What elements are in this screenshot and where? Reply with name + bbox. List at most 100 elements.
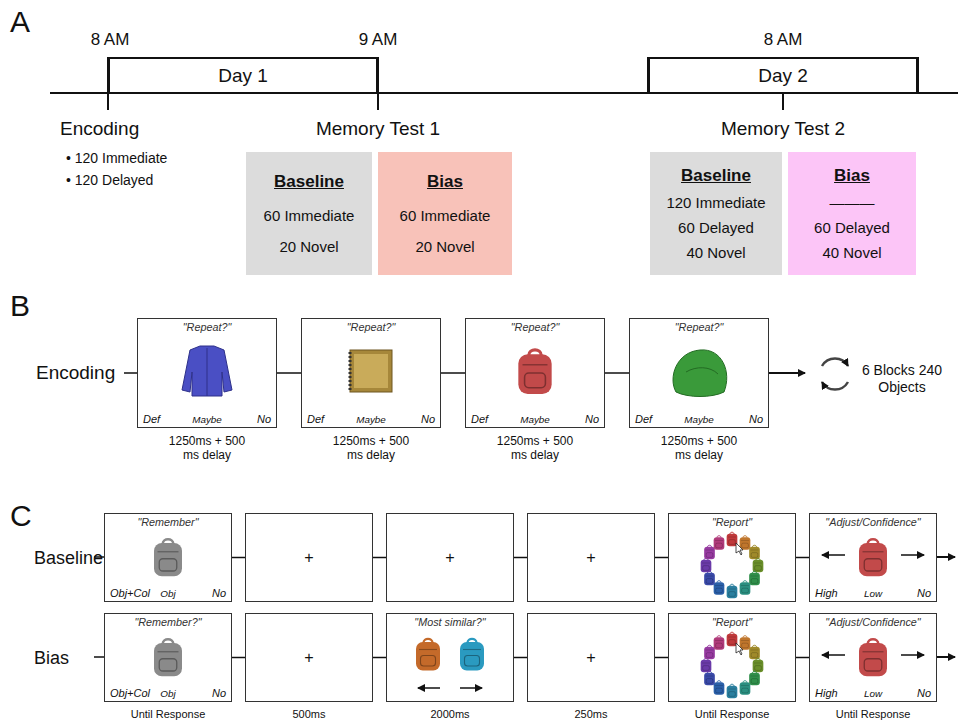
sequence-connector [373,557,386,559]
illustration-part [207,348,208,396]
trial-frame: "Repeat?"DefMaybeNo [465,318,605,428]
response-option: Def [471,413,488,425]
trial-count: 40 Novel [686,244,745,261]
illustration-part [901,654,924,656]
fixation-cross: + [387,548,513,567]
trial-count: ——— [830,194,875,211]
response-option: High [815,587,838,599]
response-option: No [212,687,226,699]
trial-frame: "Repeat?"DefMaybeNo [301,318,441,428]
prompt-label: "Repeat?" [302,321,440,333]
prompt-label: "Report" [669,616,795,628]
trial-frame: "Remember?"Obj+ColObjNo [104,613,232,702]
trial-count: 60 Immediate [400,207,491,224]
illustration-part [769,372,805,374]
illustration-part [686,368,718,374]
day-label: Day 2 [758,65,808,87]
trial-count: 20 Novel [279,238,338,255]
illustration-part [154,539,182,576]
day-box: Day 2 [648,57,918,94]
timing-label: 1250ms + 500 ms delay [331,434,411,463]
trial-frame: "Remember"Obj+ColObjNo [104,513,232,602]
trial-count: 60 Delayed [814,219,890,236]
trial-frame: "Repeat?"DefMaybeNo [137,318,277,428]
sequence-connector [655,657,668,659]
illustration-part [50,57,958,110]
time-label: 8 AM [764,30,803,50]
trial-count: 120 Immediate [666,194,765,211]
response-option: Def [635,413,652,425]
condition-box: Bias———60 Delayed40 Novel [788,152,916,275]
sequence-connector [796,557,809,559]
illustration-part [822,358,848,389]
trial-frame: + [527,613,655,702]
illustration-part [416,639,440,671]
condition-box: Baseline120 Immediate60 Delayed40 Novel [650,152,782,275]
response-option: No [749,413,763,425]
response-option: Def [143,413,160,425]
trial-frame: "Most similar?" [386,613,514,702]
illustration-part [460,687,482,689]
response-option: No [421,413,435,425]
illustration-part [822,358,848,366]
panel-letter: B [10,288,30,324]
prompt-label: "Report" [669,516,795,528]
fixation-cross: + [528,548,654,567]
sequence-connector [514,557,527,559]
prompt-label: "Repeat?" [138,321,276,333]
sequence-connector [277,372,301,374]
illustration-part [859,539,887,576]
prompt-label: "Remember" [105,516,231,528]
trial-frame: + [527,513,655,602]
prompt-label: "Adjust/Confidence" [810,616,936,628]
trial-frame: "Report" [668,613,796,702]
panel-letter: C [10,498,32,534]
fixation-cross: + [246,548,372,567]
timing-label: 250ms [574,708,607,721]
trial-frame: + [245,513,373,602]
panel-letter: A [10,4,30,40]
prompt-label: "Remember?" [105,616,231,628]
sequence-connector [441,372,465,374]
sequence-connector [655,557,668,559]
illustration-part [782,93,784,110]
phase-label: Memory Test 2 [721,118,845,141]
row-label: Bias [34,648,69,670]
day-label: Day 1 [218,65,268,87]
illustration-part [859,639,887,676]
response-option: No [917,587,931,599]
response-option: Maybe [466,414,604,425]
timing-label: 1250ms + 500 ms delay [659,434,739,463]
response-option: No [917,687,931,699]
trial-count: 40 Novel [822,244,881,261]
response-option: High [815,687,838,699]
response-option: No [257,413,271,425]
item-count: • 120 Delayed [66,172,153,189]
prompt-label: "Repeat?" [630,321,768,333]
illustration-part [822,382,848,390]
response-option: No [585,413,599,425]
trial-count: 60 Immediate [264,207,355,224]
illustration-part [937,656,955,658]
time-label: 9 AM [359,30,398,50]
illustration-part [518,350,551,394]
timing-label: Until Response [695,708,770,721]
illustration-part [354,354,388,388]
illustration-part [822,654,845,656]
condition-heading: Bias [427,172,463,192]
phase-label: Memory Test 1 [316,118,440,141]
timing-label: 1250ms + 500 ms delay [167,434,247,463]
illustration-part [418,687,440,689]
block-note: 6 Blocks 240 Objects [860,362,944,396]
illustration-part [673,350,727,397]
fixation-cross: + [528,648,654,667]
illustration-part [182,346,232,396]
illustration-part [350,350,392,392]
response-option: Maybe [630,414,768,425]
sequence-connector [514,657,527,659]
phase-label: Encoding [60,118,139,141]
prompt-label: "Adjust/Confidence" [810,516,936,528]
sequence-connector [373,657,386,659]
condition-box: Bias60 Immediate20 Novel [378,152,512,275]
condition-heading: Baseline [681,166,751,186]
